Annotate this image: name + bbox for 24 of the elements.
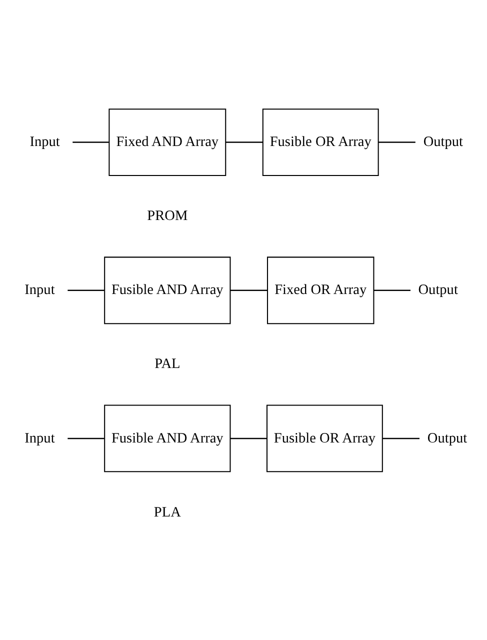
connector (230, 438, 267, 440)
connector (68, 438, 104, 440)
label: PROM (147, 208, 188, 224)
connector (68, 290, 104, 291)
node-box: Fusible OR Array (266, 404, 383, 472)
node-box: Fusible OR Array (262, 108, 379, 176)
node-box: Fixed AND Array (108, 108, 226, 176)
connector (382, 438, 420, 440)
node-box: Fusible AND Array (104, 256, 231, 324)
connector (72, 142, 109, 143)
connector (226, 142, 263, 143)
connector (230, 290, 268, 291)
label: PAL (154, 356, 180, 372)
connector (378, 142, 416, 143)
node-text: Input (30, 134, 60, 150)
label: PLA (154, 504, 181, 520)
node-box: Fixed OR Array (267, 256, 374, 324)
node-text: Input (24, 430, 55, 446)
node-text: Output (427, 430, 468, 446)
connector (374, 290, 410, 291)
node-text: Output (423, 134, 464, 150)
node-text: Input (24, 282, 55, 298)
node-text: Output (418, 282, 458, 298)
node-box: Fusible AND Array (104, 404, 231, 472)
